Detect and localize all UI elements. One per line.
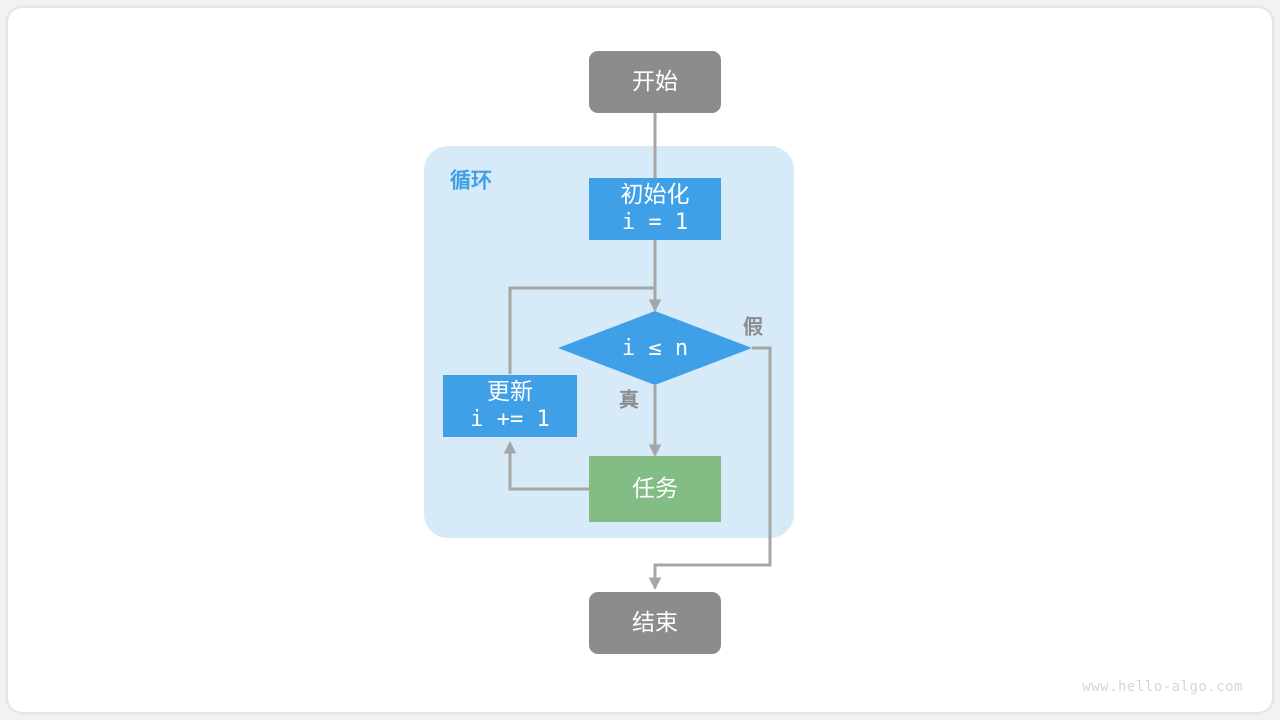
node-end[interactable]: 结束: [589, 592, 721, 654]
node-end-label: 结束: [632, 609, 678, 635]
node-update-shape[interactable]: [443, 375, 577, 437]
edges-layer: 真 假: [503, 113, 772, 591]
edge-label-true: 真: [619, 387, 639, 411]
node-task-shape[interactable]: [589, 456, 721, 522]
node-end-shape[interactable]: [589, 592, 721, 654]
node-init-label: 初始化: [621, 181, 690, 207]
node-condition-shape[interactable]: [558, 311, 752, 385]
loop-group-label: 循环: [450, 169, 492, 193]
node-task[interactable]: 任务: [589, 456, 721, 522]
node-start-shape[interactable]: [589, 51, 721, 113]
node-condition[interactable]: i ≤ n: [558, 311, 752, 385]
edge-cond-end: [648, 346, 772, 591]
node-init-shape[interactable]: [589, 178, 721, 240]
node-condition-expression: i ≤ n: [622, 336, 688, 361]
node-update-label: 更新: [487, 378, 533, 404]
node-init-expression: i = 1: [622, 210, 688, 235]
node-update-expression: i += 1: [470, 407, 549, 432]
node-update[interactable]: 更新 i += 1: [443, 375, 577, 437]
node-task-label: 任务: [632, 475, 678, 501]
edge-task-update: [503, 440, 589, 491]
edge-label-false: 假: [743, 314, 764, 338]
node-init[interactable]: 初始化 i = 1: [589, 178, 721, 240]
edge-update-cond: [508, 286, 655, 374]
node-start[interactable]: 开始: [589, 51, 721, 113]
watermark-text: www.hello-algo.com: [1082, 679, 1243, 695]
node-start-label: 开始: [632, 68, 678, 94]
